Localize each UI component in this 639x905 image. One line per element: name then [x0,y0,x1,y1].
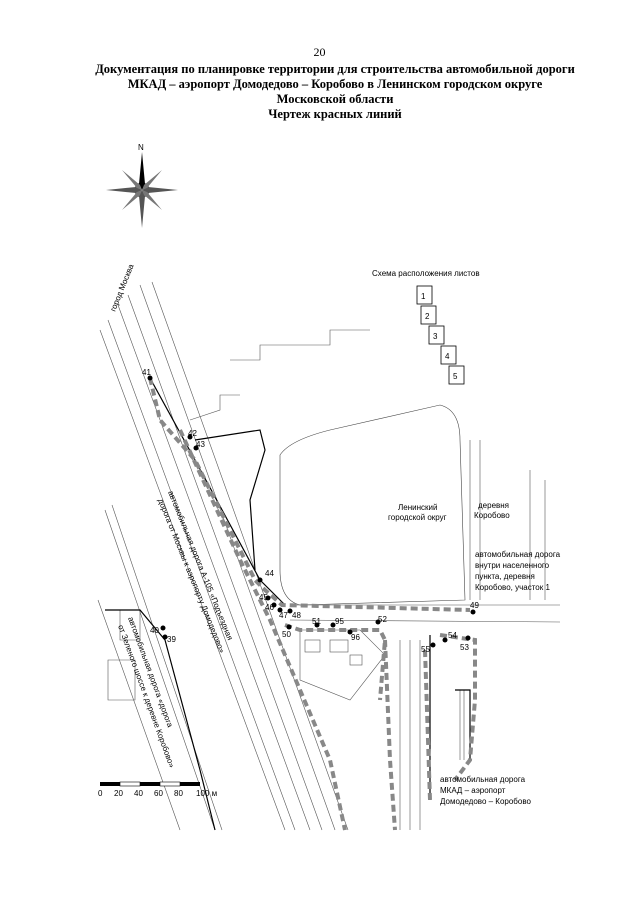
point-44: 44 [265,569,274,578]
sheet-box-5 [448,365,465,385]
title-line-2: МКАД – аэропорт Домодедово – Коробово в … [127,77,543,91]
boundary-points [147,375,476,648]
north-label: N [138,143,144,152]
scale-tick-60: 60 [154,789,163,798]
red-line-boundary [148,377,477,831]
map-labels: город Москва автомобильная дорога А-105 … [109,262,561,806]
point-53: 53 [460,643,469,652]
inner-road-label-3: пункта, деревня [475,572,535,581]
point-50: 50 [282,630,291,639]
point-47: 47 [279,611,288,620]
district-label-2: городской округ [388,513,447,522]
sheet-num-3: 3 [433,332,438,341]
point-52: 52 [378,615,387,624]
point-45: 45 [259,593,268,602]
point-46: 46 [265,603,274,612]
point-95: 95 [335,617,344,626]
sheet-box-4 [440,345,457,365]
mkad-label-3: Домодедово – Коробово [440,797,531,806]
compass-rose-icon: N [106,143,178,228]
title-line-1: Документация по планировке территории дл… [95,62,575,76]
map-base-lines [97,281,561,831]
sheet-box-1 [416,285,433,305]
point-49: 49 [470,601,479,610]
a105-label-1: автомобильная дорога А-105 «Подъездная [166,489,234,641]
page-number: 20 [313,45,326,59]
mkad-label-1: автомобильная дорога [440,775,526,784]
mkad-label-2: МКАД – аэропорт [440,786,506,795]
scale-bar: 0 20 40 60 80 100 м [98,781,217,798]
sheet-scheme: Схема расположения листов 1 2 3 4 5 [372,269,480,385]
scale-tick-0: 0 [98,789,103,798]
inner-road-label-2: внутри населенного [475,561,550,570]
point-51: 51 [312,617,321,626]
point-41: 41 [142,368,151,377]
sheet-num-5: 5 [453,372,458,381]
sheet-box-2 [420,305,437,325]
district-label-1: Ленинский [398,503,437,512]
point-43: 43 [196,440,205,449]
point-labels: 41 42 43 44 45 46 47 48 49 50 51 52 53 5… [142,368,479,654]
point-48: 48 [292,611,301,620]
a105-label-2: дорога от Москвы к аэропорту Домодедово» [156,497,227,654]
title-line-4: Чертеж красных линий [268,107,402,121]
inner-road-label-4: Коробово, участок 1 [475,583,550,592]
point-42: 42 [188,429,197,438]
point-54: 54 [448,631,457,640]
sheet-num-1: 1 [421,292,426,301]
point-55: 55 [421,645,430,654]
sheet-scheme-title: Схема расположения листов [372,269,480,278]
sheet-num-4: 4 [445,352,450,361]
scale-tick-20: 20 [114,789,123,798]
point-39: 39 [167,635,176,644]
scale-tick-80: 80 [174,789,183,798]
village-label-2: Коробово [474,511,510,520]
point-96: 96 [351,633,360,642]
village-label-1: деревня [478,501,509,510]
title-line-3: Московской области [276,92,394,106]
sheet-num-2: 2 [425,312,430,321]
inner-road-label-1: автомобильная дорога [475,550,561,559]
point-40: 40 [150,626,159,635]
scale-end-label: 100 м [196,789,217,798]
road-centerlines [105,377,471,831]
document-title: Документация по планировке территории дл… [40,62,630,122]
scale-tick-40: 40 [134,789,143,798]
sheet-box-3 [428,325,445,345]
